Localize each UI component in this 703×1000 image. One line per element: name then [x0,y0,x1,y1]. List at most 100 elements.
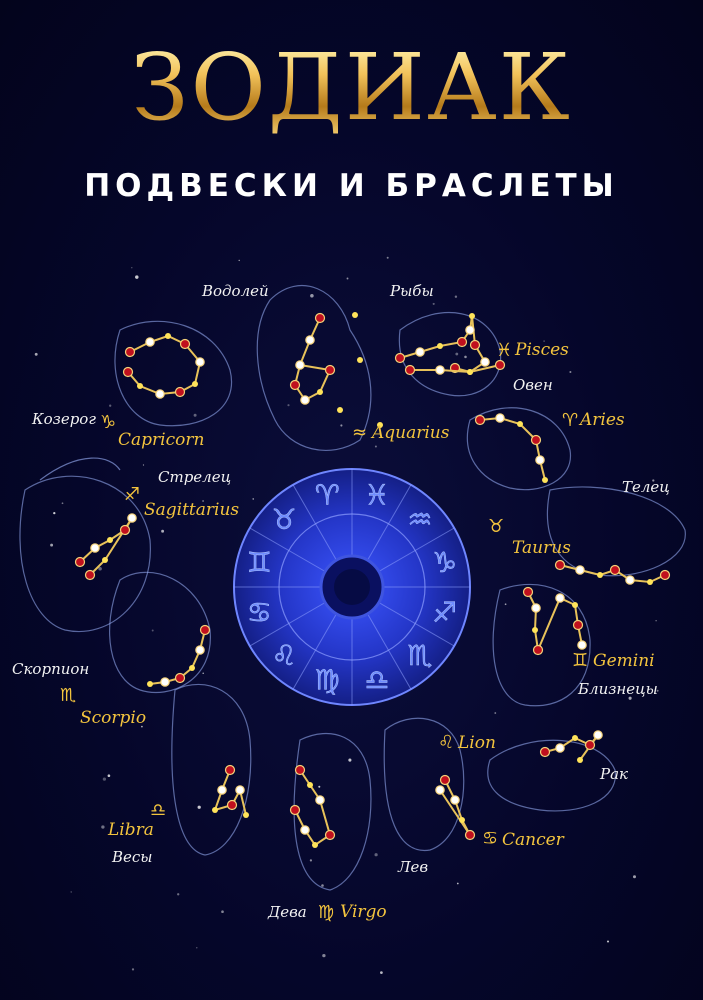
label-capricorn-lat: Capricorn [118,430,205,450]
wheel-spoke [367,613,412,690]
aries-figure [466,407,571,491]
red-gem [609,564,621,576]
background-star [177,893,180,896]
crystal-gem [465,325,475,335]
virgo-figure [293,732,372,891]
crystal-gem [495,413,505,423]
crystal-gem [300,395,310,405]
background-star [454,295,458,298]
crystal-gem [535,455,545,465]
red-gem [289,804,301,816]
background-star [135,275,139,279]
background-star [380,971,383,974]
label-aries-ru: Овен [513,376,553,394]
background-star [455,352,459,356]
label-pisces-lat: Pisces [515,340,569,360]
constellation-star [542,477,548,483]
background-star [309,859,313,862]
crystal-gem [160,677,170,687]
crystal-gem [531,603,541,613]
constellation-star [597,572,603,578]
wheel-sign-glyph-icon: ♋ [247,596,272,629]
constellation-star [212,807,218,813]
virgo-glyph-icon: ♍ [318,902,335,923]
background-star [494,712,497,714]
background-star [456,882,459,885]
label-libra-lat: Libra [108,820,154,840]
label-leo-ru: Лев [398,858,429,876]
background-star [322,953,326,958]
background-star [569,370,572,374]
red-gem [532,644,544,656]
constellation-star [189,665,195,671]
label-pisces-ru: Рыбы [390,282,434,300]
wheel-sign-glyph-icon: ♏ [407,639,432,672]
background-star [628,696,632,700]
taurus-glyph-icon: ♉ [488,516,505,537]
constellation-star [437,343,443,349]
background-star [70,891,72,893]
background-star [374,445,377,448]
label-virgo-lat: Virgo [340,902,387,922]
red-gem [439,774,451,786]
red-gem [539,746,551,758]
background-star [612,659,614,662]
background-star [34,352,38,356]
constellation-star [312,842,318,848]
wheel-sign-glyph-icon: ♍ [315,664,340,697]
background-star [340,424,343,427]
scorpio-glyph-icon: ♏ [60,685,77,706]
page-subtitle: ПОДВЕСКИ И БРАСЛЕТЫ [84,168,619,204]
red-gem [324,829,336,841]
constellation-star [147,681,153,687]
background-star [386,256,389,259]
red-gem [122,366,134,378]
label-aries-lat: Aries [580,410,625,430]
label-gemini-lat: Gemini [593,651,655,671]
wheel-spokes [234,469,470,705]
background-star [102,777,107,781]
label-virgo-ru: Дева [268,903,307,921]
constellation-star [192,381,198,387]
background-star [348,758,352,762]
red-gem [394,352,406,364]
background-star [131,267,133,269]
label-aquarius-ru: Водолей [202,282,269,300]
red-gem [224,764,236,776]
background-star [551,544,553,546]
constellation-star [317,389,323,395]
leo-glyph-icon: ♌ [438,732,455,753]
wheel-sign-glyph-icon: ♑ [432,546,457,579]
aquarius-glyph-icon: ≈ [352,422,368,443]
background-star [221,910,224,914]
cancer-glyph-icon: ♋ [482,828,499,849]
crystal-gem [295,360,305,370]
background-star [193,413,197,417]
crystal-gem [145,337,155,347]
background-star [131,968,135,971]
wheel-sign-glyph-icon: ♐ [432,596,457,629]
background-star [287,404,290,407]
background-star [374,853,378,857]
red-gem [464,829,476,841]
aries-constellation-chain [479,416,546,481]
red-gem [84,569,96,581]
scorpio-figure [109,571,211,694]
background-star [318,785,321,788]
taurus-figure [546,486,686,577]
constellation-star [467,369,473,375]
constellation-star [377,422,383,428]
label-cancer-ru: Рак [600,765,628,783]
crystal-gem [555,593,565,603]
crystal-gem [195,357,205,367]
red-gem [572,619,584,631]
background-star [656,689,659,692]
crystal-gem [480,357,490,367]
sign-line-figures [19,284,686,891]
wheel-spoke [378,527,455,572]
crystal-gem [300,825,310,835]
constellation-star [647,579,653,585]
constellation-star [307,782,313,788]
label-scorpio-lat: Scorpio [80,708,147,728]
